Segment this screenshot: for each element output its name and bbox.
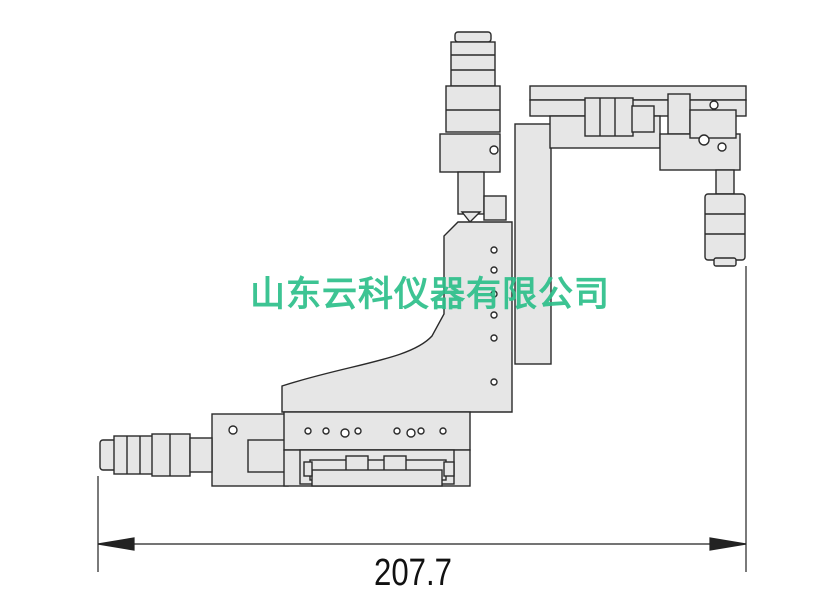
x-stage	[211, 411, 471, 487]
x-micrometer	[99, 433, 213, 477]
company-watermark: 山东云科仪器有限公司	[250, 275, 611, 315]
dimension-label: 207.7	[374, 552, 452, 594]
dimension-lines	[97, 266, 747, 572]
vertical-plate	[514, 123, 552, 365]
l-bracket	[281, 221, 513, 413]
y-stage	[529, 85, 747, 267]
z-micrometer	[439, 31, 507, 224]
